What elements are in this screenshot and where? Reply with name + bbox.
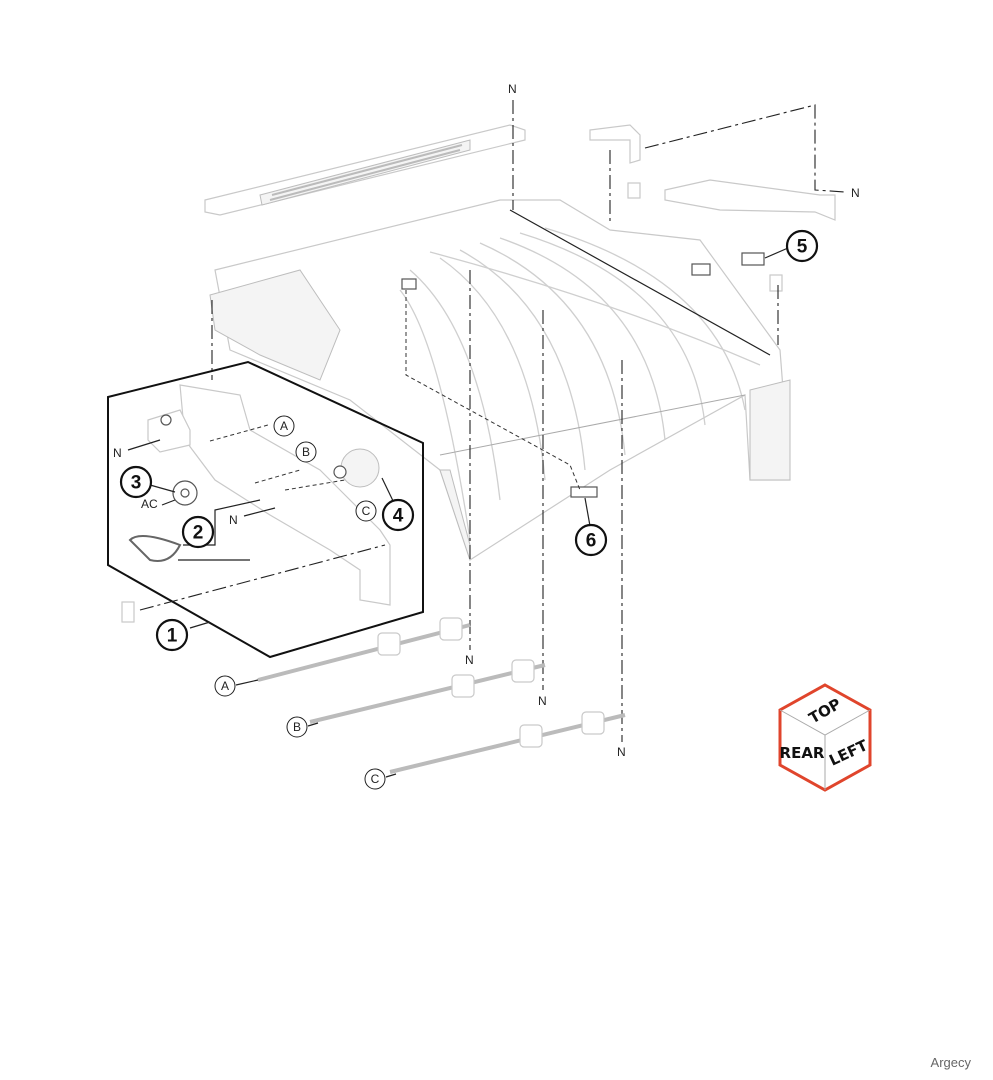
callout-5[interactable]: 5 [785, 229, 819, 263]
drive-bracket [121, 384, 391, 623]
svg-text:B: B [302, 445, 310, 459]
sensor-mounted [691, 263, 711, 276]
svg-text:B: B [293, 720, 301, 734]
svg-text:5: 5 [797, 237, 808, 258]
n-label: N [538, 694, 547, 708]
roller-shaft-c [389, 711, 626, 774]
letter-callout-b: B [295, 441, 317, 463]
svg-text:6: 6 [586, 531, 597, 552]
sensor-part-5 [741, 252, 765, 266]
sensor-mounted-2 [401, 278, 417, 290]
rear-bracket [589, 124, 836, 292]
n-label: N [508, 82, 517, 96]
svg-text:3: 3 [131, 473, 142, 494]
kit-outline [107, 360, 424, 659]
svg-text:C: C [362, 504, 371, 518]
letter-callout-a: A [214, 675, 236, 697]
sensor-part-6 [570, 486, 598, 498]
watermark: Argecy [930, 1055, 971, 1070]
svg-text:1: 1 [167, 626, 178, 647]
letter-callout-b: B [286, 716, 308, 738]
main-frame [209, 199, 791, 561]
cube-rear-label: REAR [780, 744, 825, 762]
ac-label: AC [141, 497, 158, 511]
callout-4[interactable]: 4 [381, 498, 415, 532]
callout-1[interactable]: 1 [155, 618, 189, 652]
n-label: N [617, 745, 626, 759]
letter-callout-c: C [364, 768, 386, 790]
orientation-cube: TOP REAR LEFT [778, 683, 872, 792]
n-label: N [113, 446, 122, 460]
svg-text:2: 2 [193, 523, 204, 544]
n-label: N [851, 186, 860, 200]
n-label: N [229, 513, 238, 527]
letter-callout-a: A [273, 415, 295, 437]
letter-callout-c: C [355, 500, 377, 522]
svg-text:4: 4 [393, 506, 404, 527]
roller-shaft-b [309, 659, 546, 724]
top-cover-bar [204, 124, 526, 216]
callout-3[interactable]: 3 [119, 465, 153, 499]
callout-2[interactable]: 2 [181, 515, 215, 549]
roller-shaft-a [257, 617, 471, 682]
callout-6[interactable]: 6 [574, 523, 608, 557]
svg-text:C: C [371, 772, 380, 786]
svg-text:A: A [280, 419, 288, 433]
n-label: N [465, 653, 474, 667]
svg-text:A: A [221, 679, 229, 693]
